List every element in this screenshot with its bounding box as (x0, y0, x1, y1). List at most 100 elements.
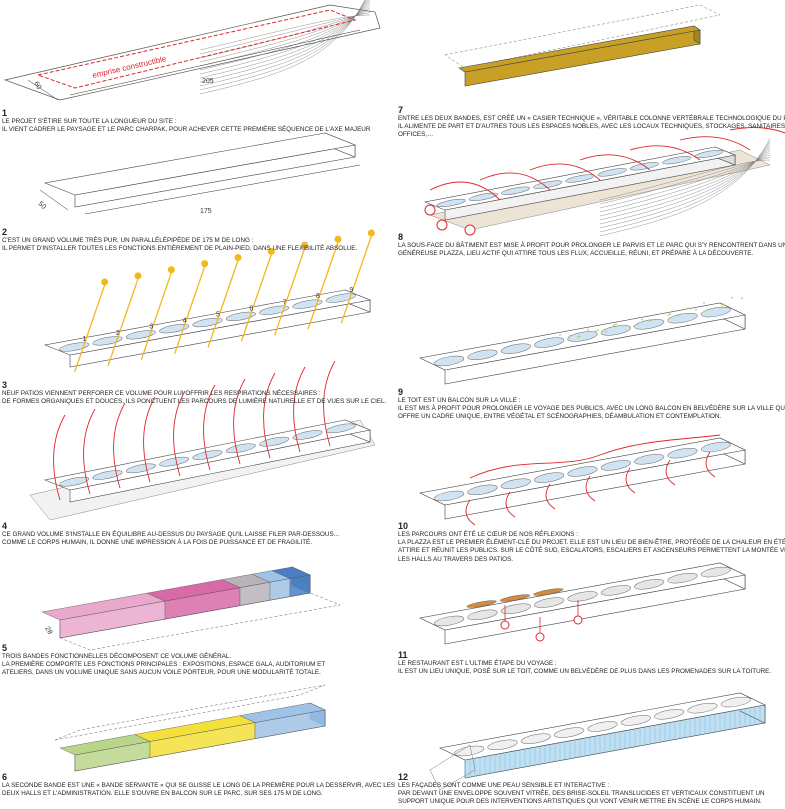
caption-line: ENTRE LES DEUX BANDES, EST CRÉÉ UN « CAS… (398, 115, 785, 122)
vegetation-dot (613, 324, 615, 326)
air-flow-arrow (173, 390, 186, 477)
step-number: 3 (2, 380, 8, 390)
caption-line: IL EST UN LIEU UNIQUE, POSÉ SUR LE TOIT,… (398, 668, 772, 676)
patio (567, 466, 598, 477)
volume-band-front (289, 574, 311, 597)
patio (225, 311, 256, 322)
vegetation-dot (597, 329, 599, 332)
patio (667, 312, 698, 324)
caption-line: LE TOIT EST UN BALCON SUR LA VILLE : (398, 397, 521, 404)
access-marker-icon (464, 224, 476, 236)
vegetation-dot (731, 296, 733, 299)
caption-step-9: 9 LE TOIT EST UN BALCON SUR LA VILLE : I… (398, 387, 785, 422)
site-contour (199, 12, 371, 55)
vegetation-dot (677, 314, 679, 317)
patio (597, 168, 627, 177)
plazza-contour (599, 155, 771, 209)
step-number: 1 (2, 108, 8, 118)
restaurant-volume (499, 594, 531, 602)
caption-step-2: 2 C'EST UN GRAND VOLUME TRÈS PUR, UN PAR… (2, 227, 357, 253)
caption-step-10: 10 LES PARCOURS ONT ÉTÉ LE CŒUR DE NOS R… (398, 521, 785, 564)
patio (292, 299, 323, 309)
caption-step-4: 4 CE GRAND VOLUME S'INSTALLE EN ÉQUILIBR… (2, 521, 340, 547)
sun-icon (201, 260, 209, 268)
caption-step-6: 6 LA SECONDE BANDE EST UNE « BANDE SERVA… (2, 772, 395, 798)
caption-line: CE GRAND VOLUME S'INSTALLE EN ÉQUILIBRE … (2, 531, 340, 538)
vegetation-dot (649, 320, 651, 322)
site-outline (3, 4, 381, 101)
restaurant-volume (466, 600, 497, 608)
sun-icon (234, 254, 242, 261)
patio (467, 484, 498, 496)
air-flow-arrow (83, 408, 96, 495)
caption-step-11: 11 LE RESTAURANT EST L'ULTIME ÉTAPE DU V… (398, 650, 771, 676)
patio (159, 323, 190, 334)
step-11-restaurant-drawing (419, 562, 746, 645)
patio-number: 9 (349, 287, 353, 294)
vegetation-dot (587, 328, 589, 331)
patio (700, 441, 731, 453)
patio (600, 460, 631, 471)
path-arrow (585, 475, 596, 502)
patio (534, 597, 565, 608)
access-marker-icon (500, 620, 510, 630)
caption-line: LA SECONDE BANDE EST UNE « BANDE SERVANT… (2, 782, 396, 789)
step-number: 2 (2, 227, 8, 237)
flow-arrow (579, 154, 651, 171)
caption-step-8: 8 LA SOUS-FACE DU BÂTIMENT EST MISE À PR… (398, 232, 785, 258)
patio (600, 585, 631, 596)
light-arrow (174, 266, 206, 354)
patio (654, 709, 685, 720)
access-marker-icon (573, 615, 583, 625)
caption-line: DEUX HALLS ET L'ADMINISTRATION. ELLE S'O… (2, 790, 323, 798)
patio (192, 317, 223, 328)
vegetation-dot (633, 325, 635, 328)
patio (159, 456, 190, 467)
flow-arrow (529, 163, 601, 181)
volume-top-face (43, 132, 357, 196)
patio-number: 2 (116, 330, 120, 337)
air-flow-arrow (293, 366, 306, 453)
patio (192, 450, 223, 460)
site-contour (199, 0, 369, 79)
patio (634, 454, 665, 465)
vegetation-dot (687, 307, 689, 310)
patio (59, 476, 90, 487)
vegetation-dot (723, 303, 725, 306)
plazza-contour (599, 145, 771, 225)
patio (634, 579, 665, 590)
vegetation-dot (705, 309, 707, 312)
light-arrow (340, 235, 372, 324)
ghost-band-outline (59, 592, 341, 651)
patio (468, 192, 498, 201)
vegetation-dot (741, 297, 743, 300)
technical-spine-top-face (458, 25, 701, 73)
vegetation-dot (721, 304, 723, 306)
plazza-contour (599, 138, 771, 237)
path-arrow (505, 491, 516, 518)
path-arrow (465, 499, 476, 526)
technical-spine-front-face (464, 29, 701, 87)
air-flow-arrow (233, 378, 246, 465)
caption-step-12: 12 LES FAÇADES SONT COMME UNE PEAU SENSI… (398, 772, 765, 807)
patio-number: 7 (283, 299, 287, 306)
caption-step-3: 3 NEUF PATIOS VIENNENT PERFORER CE VOLUM… (2, 380, 386, 406)
volume-front-face (444, 154, 736, 221)
patio (567, 331, 598, 342)
caption-line: ATELIERS, DANS UN VOLUME UNIQUE SANS AUC… (2, 669, 321, 677)
plazza-contour (599, 157, 771, 205)
patio (520, 733, 551, 744)
patio (700, 306, 731, 318)
caption-line: SUPPORT UNIQUE POUR DES INTERVENTIONS AR… (398, 798, 762, 806)
air-flow-arrow (323, 360, 336, 447)
light-arrow (307, 241, 339, 330)
air-flow-arrow (53, 414, 66, 501)
air-flow-arrow (203, 384, 216, 471)
caption-line: IL PERMET D'INSTALLER TOUTES LES FONCTIO… (2, 245, 358, 253)
step-number: 4 (2, 521, 8, 531)
access-marker-icon (424, 204, 436, 216)
patio (500, 478, 531, 489)
site-contour (199, 0, 371, 75)
site-contour (199, 2, 371, 71)
